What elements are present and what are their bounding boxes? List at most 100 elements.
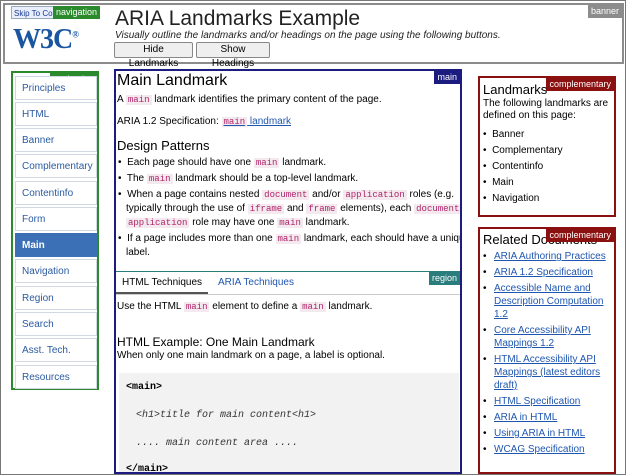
p3-l3code: application <box>126 218 190 228</box>
related-link-bullet: • <box>483 396 487 407</box>
related-doc-link-line[interactable]: Core Accessibility API <box>494 325 591 336</box>
site-navigation: navigation PrinciplesHTMLBannerComplemen… <box>11 71 99 390</box>
landmark-list-item: • Navigation <box>483 193 540 204</box>
pattern-item-1: • Each page should have one main landmar… <box>118 157 327 168</box>
related-doc-link-line[interactable]: Accessible Name and <box>494 283 591 294</box>
main-intro: A main landmark identifies the primary c… <box>117 94 382 105</box>
tab-aria-techniques[interactable]: ARIA Techniques <box>218 277 294 288</box>
skip-to-content-link[interactable]: Skip To Content <box>11 6 56 19</box>
main-heading: Main Landmark <box>117 72 228 89</box>
related-doc-link-line[interactable]: HTML Specification <box>494 396 581 407</box>
example-heading: HTML Example: One Main Landmark <box>117 335 315 349</box>
landmarks-desc-line-1: The following landmarks are <box>483 98 609 109</box>
pattern-item-3-line-1: • When a page contains nested document a… <box>118 189 454 200</box>
show-headings-button[interactable]: Show Headings <box>196 42 270 69</box>
intro-text-b: landmark identifies the primary content … <box>154 94 382 105</box>
w3c-logo-text: W3C <box>13 24 73 55</box>
landmarks-sidebar: complementary Landmarks The following la… <box>478 76 616 217</box>
related-doc-link-line[interactable]: WCAG Specification <box>494 444 585 455</box>
pattern-item-4-line-2: label. <box>126 247 150 258</box>
related-link-bullet: • <box>483 354 487 365</box>
tab-html-techniques[interactable]: HTML Techniques <box>116 274 208 294</box>
nav-item-contentinfo[interactable]: Contentinfo <box>15 181 97 205</box>
landmark-list-item: • Contentinfo <box>483 161 544 172</box>
spec-link-text: landmark <box>249 116 292 127</box>
spec-code: main <box>221 117 248 127</box>
tech-c: landmark. <box>328 301 373 312</box>
example-description: When only one main landmark on a page, a… <box>117 350 385 361</box>
related-doc-link-line[interactable]: Mappings 1.2 <box>494 338 555 349</box>
p3-l3b: landmark. <box>305 217 350 228</box>
techniques-region: region HTML Techniques ARIA Techniques <box>116 271 460 295</box>
landmarks-heading: Landmarks <box>483 82 548 97</box>
tech-b: element to define a <box>212 301 298 312</box>
p4-l1a: If a page includes more than one <box>127 233 273 244</box>
related-doc-link-line[interactable]: 1.2 <box>494 309 508 320</box>
related-doc-link-line[interactable]: ARIA in HTML <box>494 412 558 423</box>
nav-item-region[interactable]: Region <box>15 286 97 310</box>
related-doc-link-line[interactable]: ARIA Authoring Practices <box>494 251 606 262</box>
p3-l1code1: document <box>262 190 310 200</box>
p3-l2code2: frame <box>306 204 338 214</box>
p3-l2a: typically through the use of <box>126 203 245 214</box>
nav-item-search[interactable]: Search <box>15 312 97 336</box>
pattern-item-4-line-1: • If a page includes more than one main … <box>118 233 462 244</box>
nav-item-resources[interactable]: Resources <box>15 365 97 389</box>
complementary-tag-2: complementary <box>546 229 614 242</box>
code-line-3: .... main content area .... <box>136 438 299 449</box>
related-link-bullet: • <box>483 251 487 262</box>
landmark-list-label: Complementary <box>492 145 563 156</box>
code-line-4: </main> <box>126 464 169 474</box>
p3-l3code2: main <box>277 218 303 228</box>
page-subtitle: Visually outline the landmarks and/or he… <box>115 30 501 41</box>
related-link-bullet: • <box>483 283 487 294</box>
related-link-bullet: • <box>483 444 487 455</box>
region-tag: region <box>428 272 460 285</box>
code-example-block: <main> <h1>title for main content<h1> ..… <box>119 373 459 474</box>
related-link-bullet: • <box>483 412 487 423</box>
related-doc-link-line[interactable]: draft) <box>494 380 518 391</box>
pattern-item-3-line-3: application role may have one main landm… <box>126 217 350 228</box>
landmarks-desc-line-2: defined on this page: <box>483 110 576 121</box>
p3-l2code3: document <box>414 204 460 214</box>
nav-item-complementary[interactable]: Complementary <box>15 154 97 178</box>
p3-l2c: elements), each <box>340 203 412 214</box>
page-title: ARIA Landmarks Example <box>115 7 361 30</box>
p2-a: The <box>126 173 145 184</box>
related-doc-link-line[interactable]: Description Computation <box>494 296 604 307</box>
related-documents-sidebar: Related Documents complementary •ARIA Au… <box>478 227 616 474</box>
p3-l1c: roles (e.g. <box>409 189 454 200</box>
related-doc-link-line[interactable]: Mappings (latest editors <box>494 367 601 378</box>
hide-landmarks-button[interactable]: Hide Landmarks <box>114 42 193 69</box>
spec-link[interactable]: main landmark <box>221 116 292 127</box>
w3c-logo[interactable]: W3C® <box>13 24 79 56</box>
landmark-list-label: Banner <box>492 129 525 140</box>
pattern-item-2: • The main landmark should be a top-leve… <box>118 173 359 184</box>
related-link-bullet: • <box>483 428 487 439</box>
design-patterns-heading: Design Patterns <box>117 138 210 153</box>
tech-a: Use the HTML <box>117 301 182 312</box>
nav-item-navigation[interactable]: Navigation <box>15 259 97 283</box>
main-landmark: main Main Landmark A main landmark ident… <box>114 69 462 474</box>
nav-item-html[interactable]: HTML <box>15 102 97 126</box>
intro-code: main <box>125 95 152 105</box>
landmark-list-item: • Main <box>483 177 514 188</box>
spec-label: ARIA 1.2 Specification: <box>117 116 219 127</box>
nav-item-principles[interactable]: Principles <box>15 76 97 100</box>
related-doc-link-line[interactable]: Using ARIA in HTML <box>494 428 586 439</box>
p4-l1b: landmark, each should have a unique <box>303 233 462 244</box>
nav-item-asst-tech[interactable]: Asst. Tech. <box>15 338 97 362</box>
nav-item-form[interactable]: Form <box>15 207 97 231</box>
related-doc-link-line[interactable]: ARIA 1.2 Specification <box>494 267 593 278</box>
related-doc-link-line[interactable]: HTML Accessibility API <box>494 354 596 365</box>
related-link-bullet: • <box>483 325 487 336</box>
technique-text: Use the HTML main element to define a ma… <box>117 301 372 312</box>
nav-item-main[interactable]: Main <box>15 233 97 257</box>
landmark-list-label: Navigation <box>492 193 540 204</box>
nav-item-banner[interactable]: Banner <box>15 128 97 152</box>
banner-landmark: banner <box>3 3 624 64</box>
banner-tag: banner <box>587 5 622 18</box>
p3-l2b: and <box>286 203 304 214</box>
skip-navigation-tag: navigation <box>53 6 101 19</box>
p3-l3a: role may have one <box>192 217 275 228</box>
